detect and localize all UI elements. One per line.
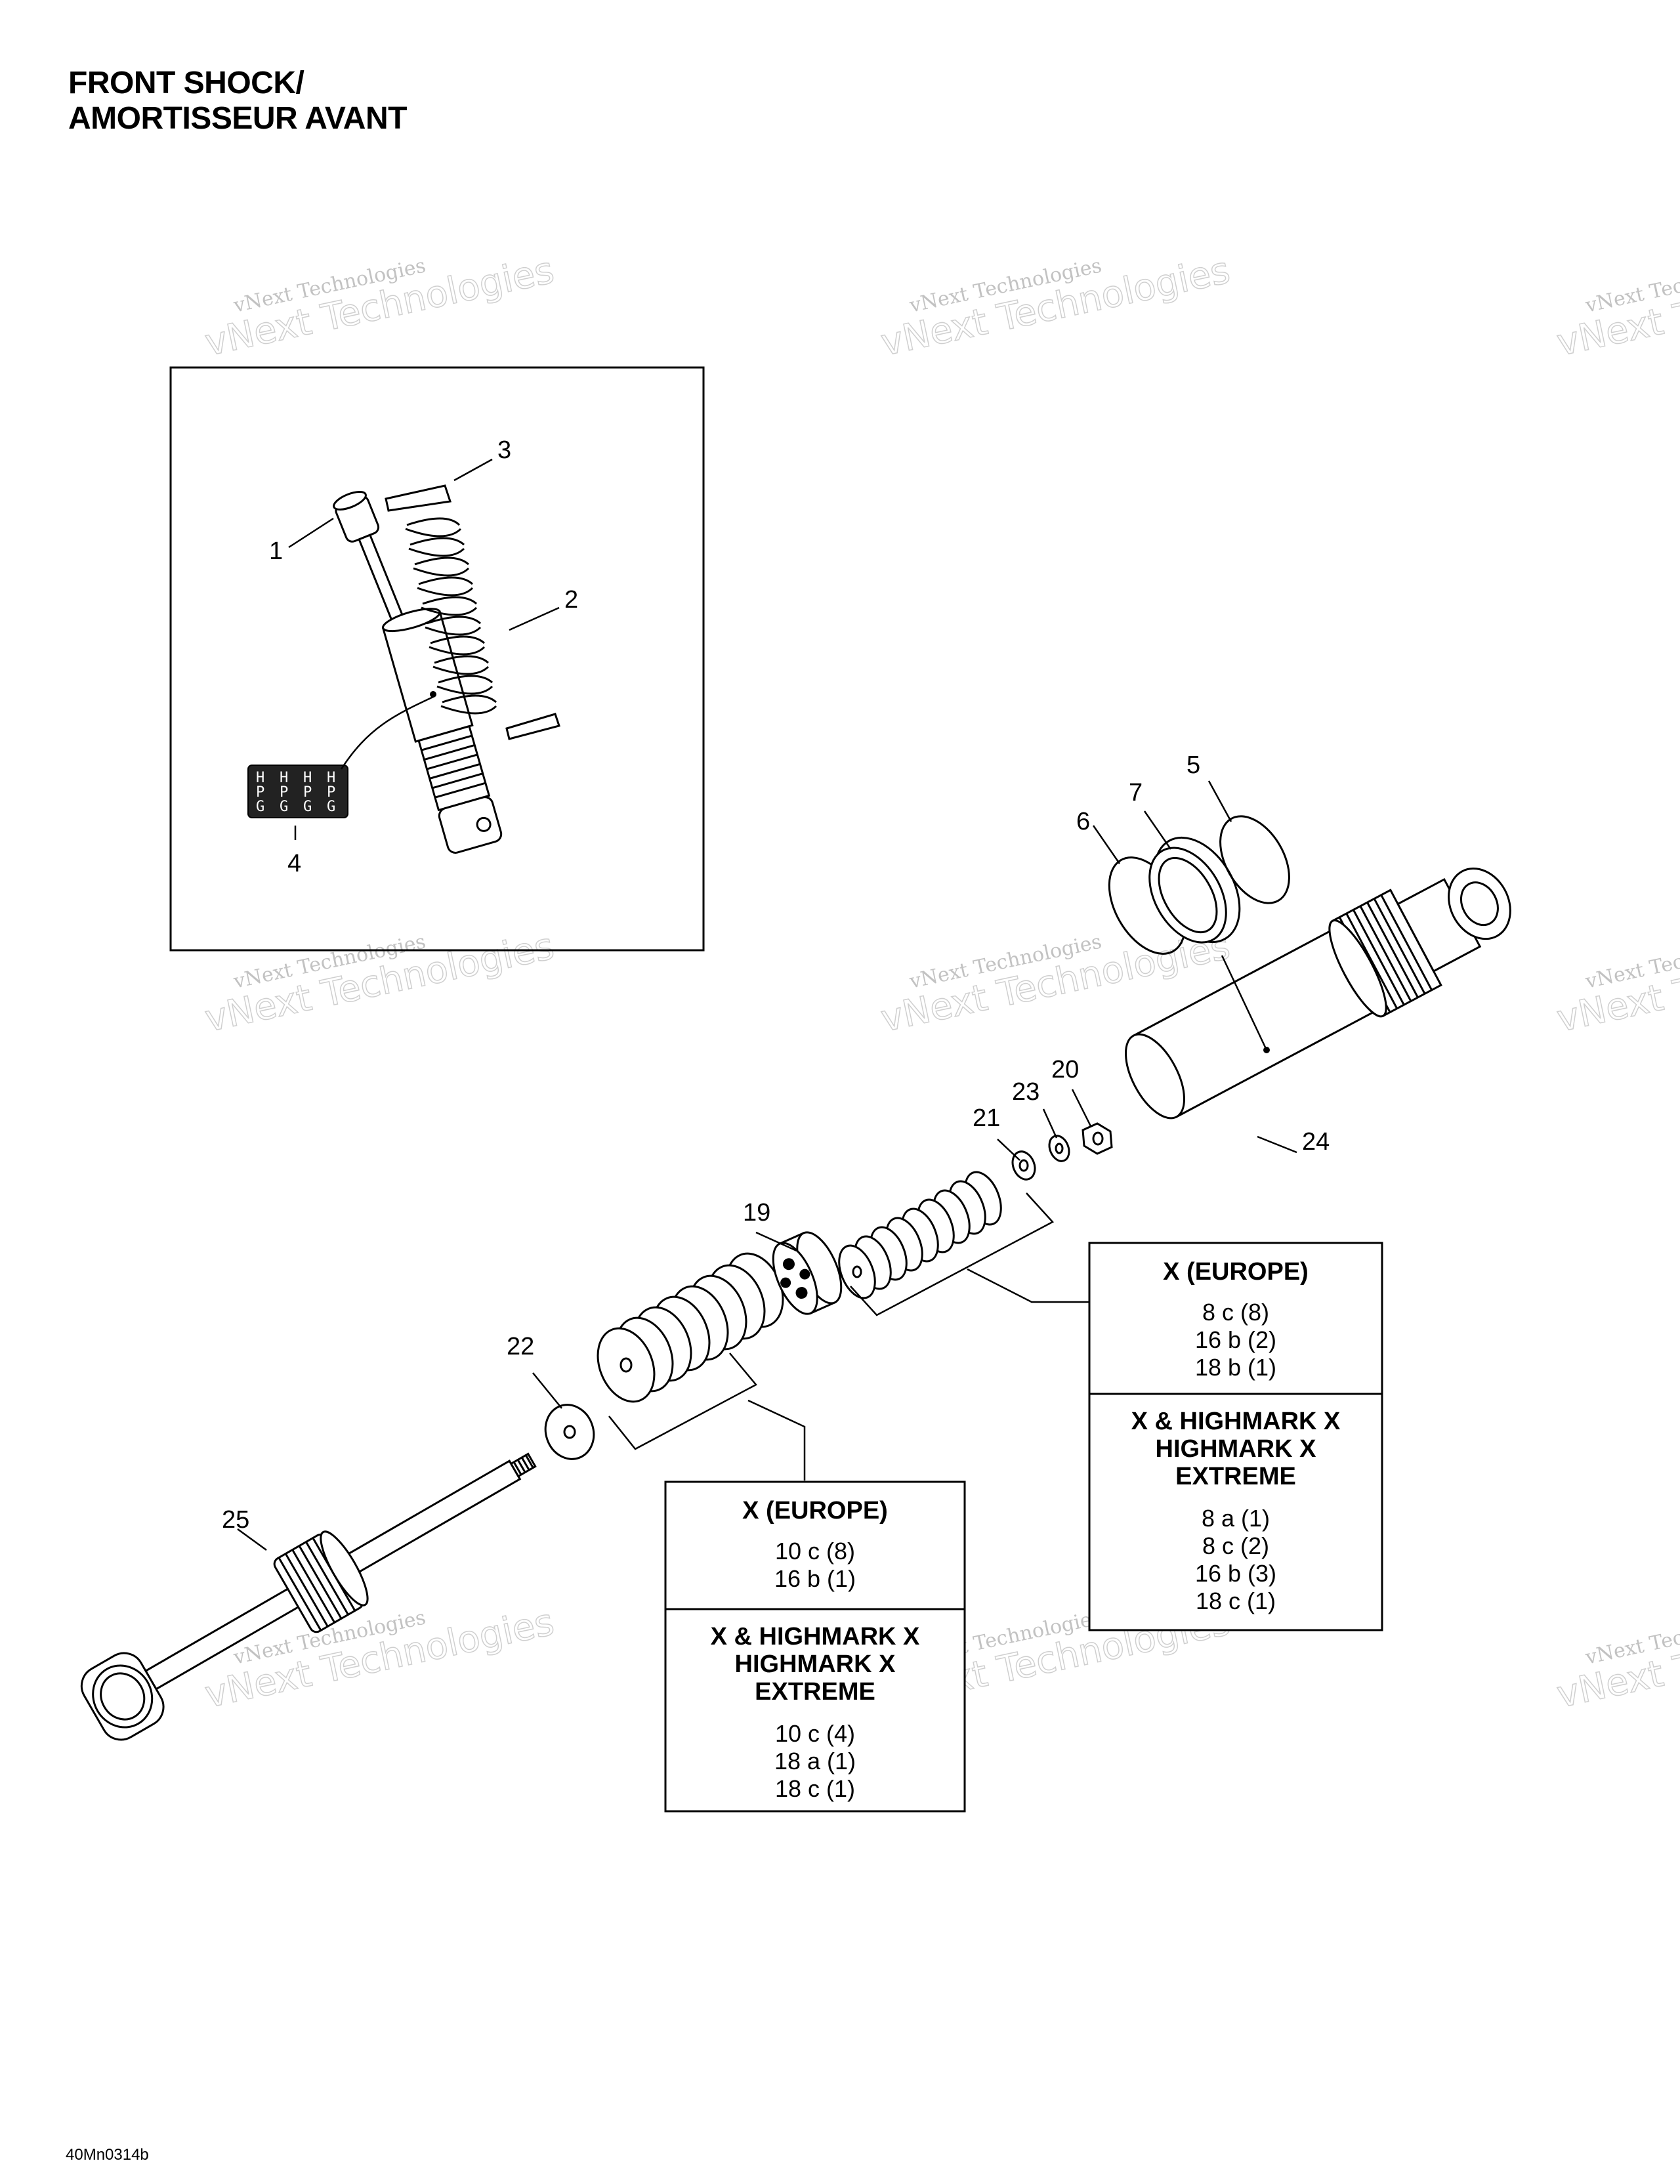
exploded-components: [80, 815, 1511, 1741]
table-cell: 8 c (8): [1202, 1299, 1269, 1326]
part-7-bushing: [1148, 836, 1241, 944]
inset-frame: [169, 366, 705, 952]
page-title: FRONT SHOCK/ AMORTISSEUR AVANT: [68, 66, 407, 136]
callout-19: 19: [743, 1199, 770, 1227]
table-lower-header-europe: X (EUROPE): [742, 1497, 888, 1524]
part-5-o-ring: [1219, 815, 1290, 904]
title-line-english: FRONT SHOCK/: [68, 66, 304, 100]
callout-2: 2: [564, 586, 578, 614]
part-23-washer: [1048, 1135, 1070, 1162]
table-cell: 10 c (4): [775, 1720, 855, 1747]
part-25-shaft: [80, 1452, 537, 1741]
leader-4-label: [340, 696, 434, 770]
table-lower-header-highmark: EXTREME: [755, 1678, 875, 1706]
table-upper-header-highmark: X & HIGHMARK X: [1131, 1408, 1341, 1435]
label-chip-letter: P: [327, 784, 335, 801]
label-chip-letter: H: [327, 770, 335, 786]
label-chip-letter: P: [303, 784, 312, 801]
label-chip-letter: G: [303, 799, 312, 815]
part-24-body: [1124, 868, 1511, 1120]
table-lower: X (EUROPE) 10 c (8) 16 b (1) X & HIGHMAR…: [664, 1480, 966, 1813]
callout-22: 22: [507, 1333, 534, 1360]
watermark: vNext Technologies vNext Technologies: [201, 249, 558, 366]
table-cell: 18 c (1): [1196, 1587, 1276, 1614]
callout-25: 25: [222, 1506, 249, 1534]
callout-4: 4: [287, 850, 301, 877]
watermark: vNext Technologies vNext Technologies: [1553, 925, 1680, 1041]
table-cell: 18 c (1): [775, 1775, 855, 1802]
watermark: vNext Technologies vNext Technologies: [201, 925, 558, 1041]
table-lower-header-highmark: X & HIGHMARK X: [711, 1623, 920, 1650]
figure-code: 40Mn0314b: [66, 2146, 149, 2164]
lower-shim-stack: [597, 1252, 784, 1403]
table-lower-header-highmark: HIGHMARK X: [735, 1650, 896, 1678]
label-chip-letter: P: [280, 784, 288, 801]
table-upper: X (EUROPE) 8 c (8) 16 b (2) 18 b (1) X &…: [1088, 1242, 1383, 1631]
table-cell: 16 b (2): [1195, 1326, 1276, 1353]
table-upper-header-highmark: EXTREME: [1175, 1463, 1296, 1490]
table-cell: 18 a (1): [774, 1748, 856, 1774]
table-cell: 10 c (8): [775, 1538, 855, 1564]
watermark: vNext Technologies vNext Technologies: [201, 1601, 558, 1717]
part-22-washer: [544, 1404, 595, 1460]
callout-23: 23: [1012, 1078, 1040, 1106]
label-chip-letter: H: [256, 770, 264, 786]
watermark: vNext Technologies vNext Technologies: [1553, 249, 1680, 366]
table-cell: 8 c (2): [1202, 1532, 1269, 1559]
table-upper-header-europe: X (EUROPE): [1163, 1258, 1309, 1286]
callout-6: 6: [1076, 808, 1090, 835]
label-chip-letter: H: [303, 770, 312, 786]
table-cell: 16 b (3): [1195, 1560, 1276, 1587]
label-chip-letter: P: [256, 784, 264, 801]
label-chip-letter: G: [327, 799, 335, 815]
table-cell: 8 a (1): [1202, 1505, 1270, 1532]
callout-3: 3: [497, 436, 511, 464]
table-upper-header-highmark: HIGHMARK X: [1156, 1435, 1317, 1463]
label-chip-letter: H: [280, 770, 288, 786]
table-cell: 18 b (1): [1195, 1354, 1276, 1381]
upper-shim-stack: [838, 1171, 1002, 1299]
callout-1: 1: [269, 537, 283, 565]
label-chip-letter: G: [256, 799, 264, 815]
callout-7: 7: [1129, 779, 1143, 807]
table-cell: 16 b (1): [774, 1565, 856, 1592]
callout-20: 20: [1051, 1056, 1079, 1083]
watermark: vNext Technologies vNext Technologies: [877, 249, 1234, 366]
label-chip-letter: G: [280, 799, 288, 815]
callout-5: 5: [1186, 751, 1200, 779]
part-20-nut: [1082, 1122, 1113, 1155]
title-line-french: AMORTISSEUR AVANT: [68, 101, 407, 136]
inset-shock-absorber: [333, 484, 560, 854]
callout-24: 24: [1302, 1128, 1330, 1156]
callout-21: 21: [973, 1104, 1000, 1132]
watermark: vNext Technologies vNext Technologies: [1553, 1601, 1680, 1717]
